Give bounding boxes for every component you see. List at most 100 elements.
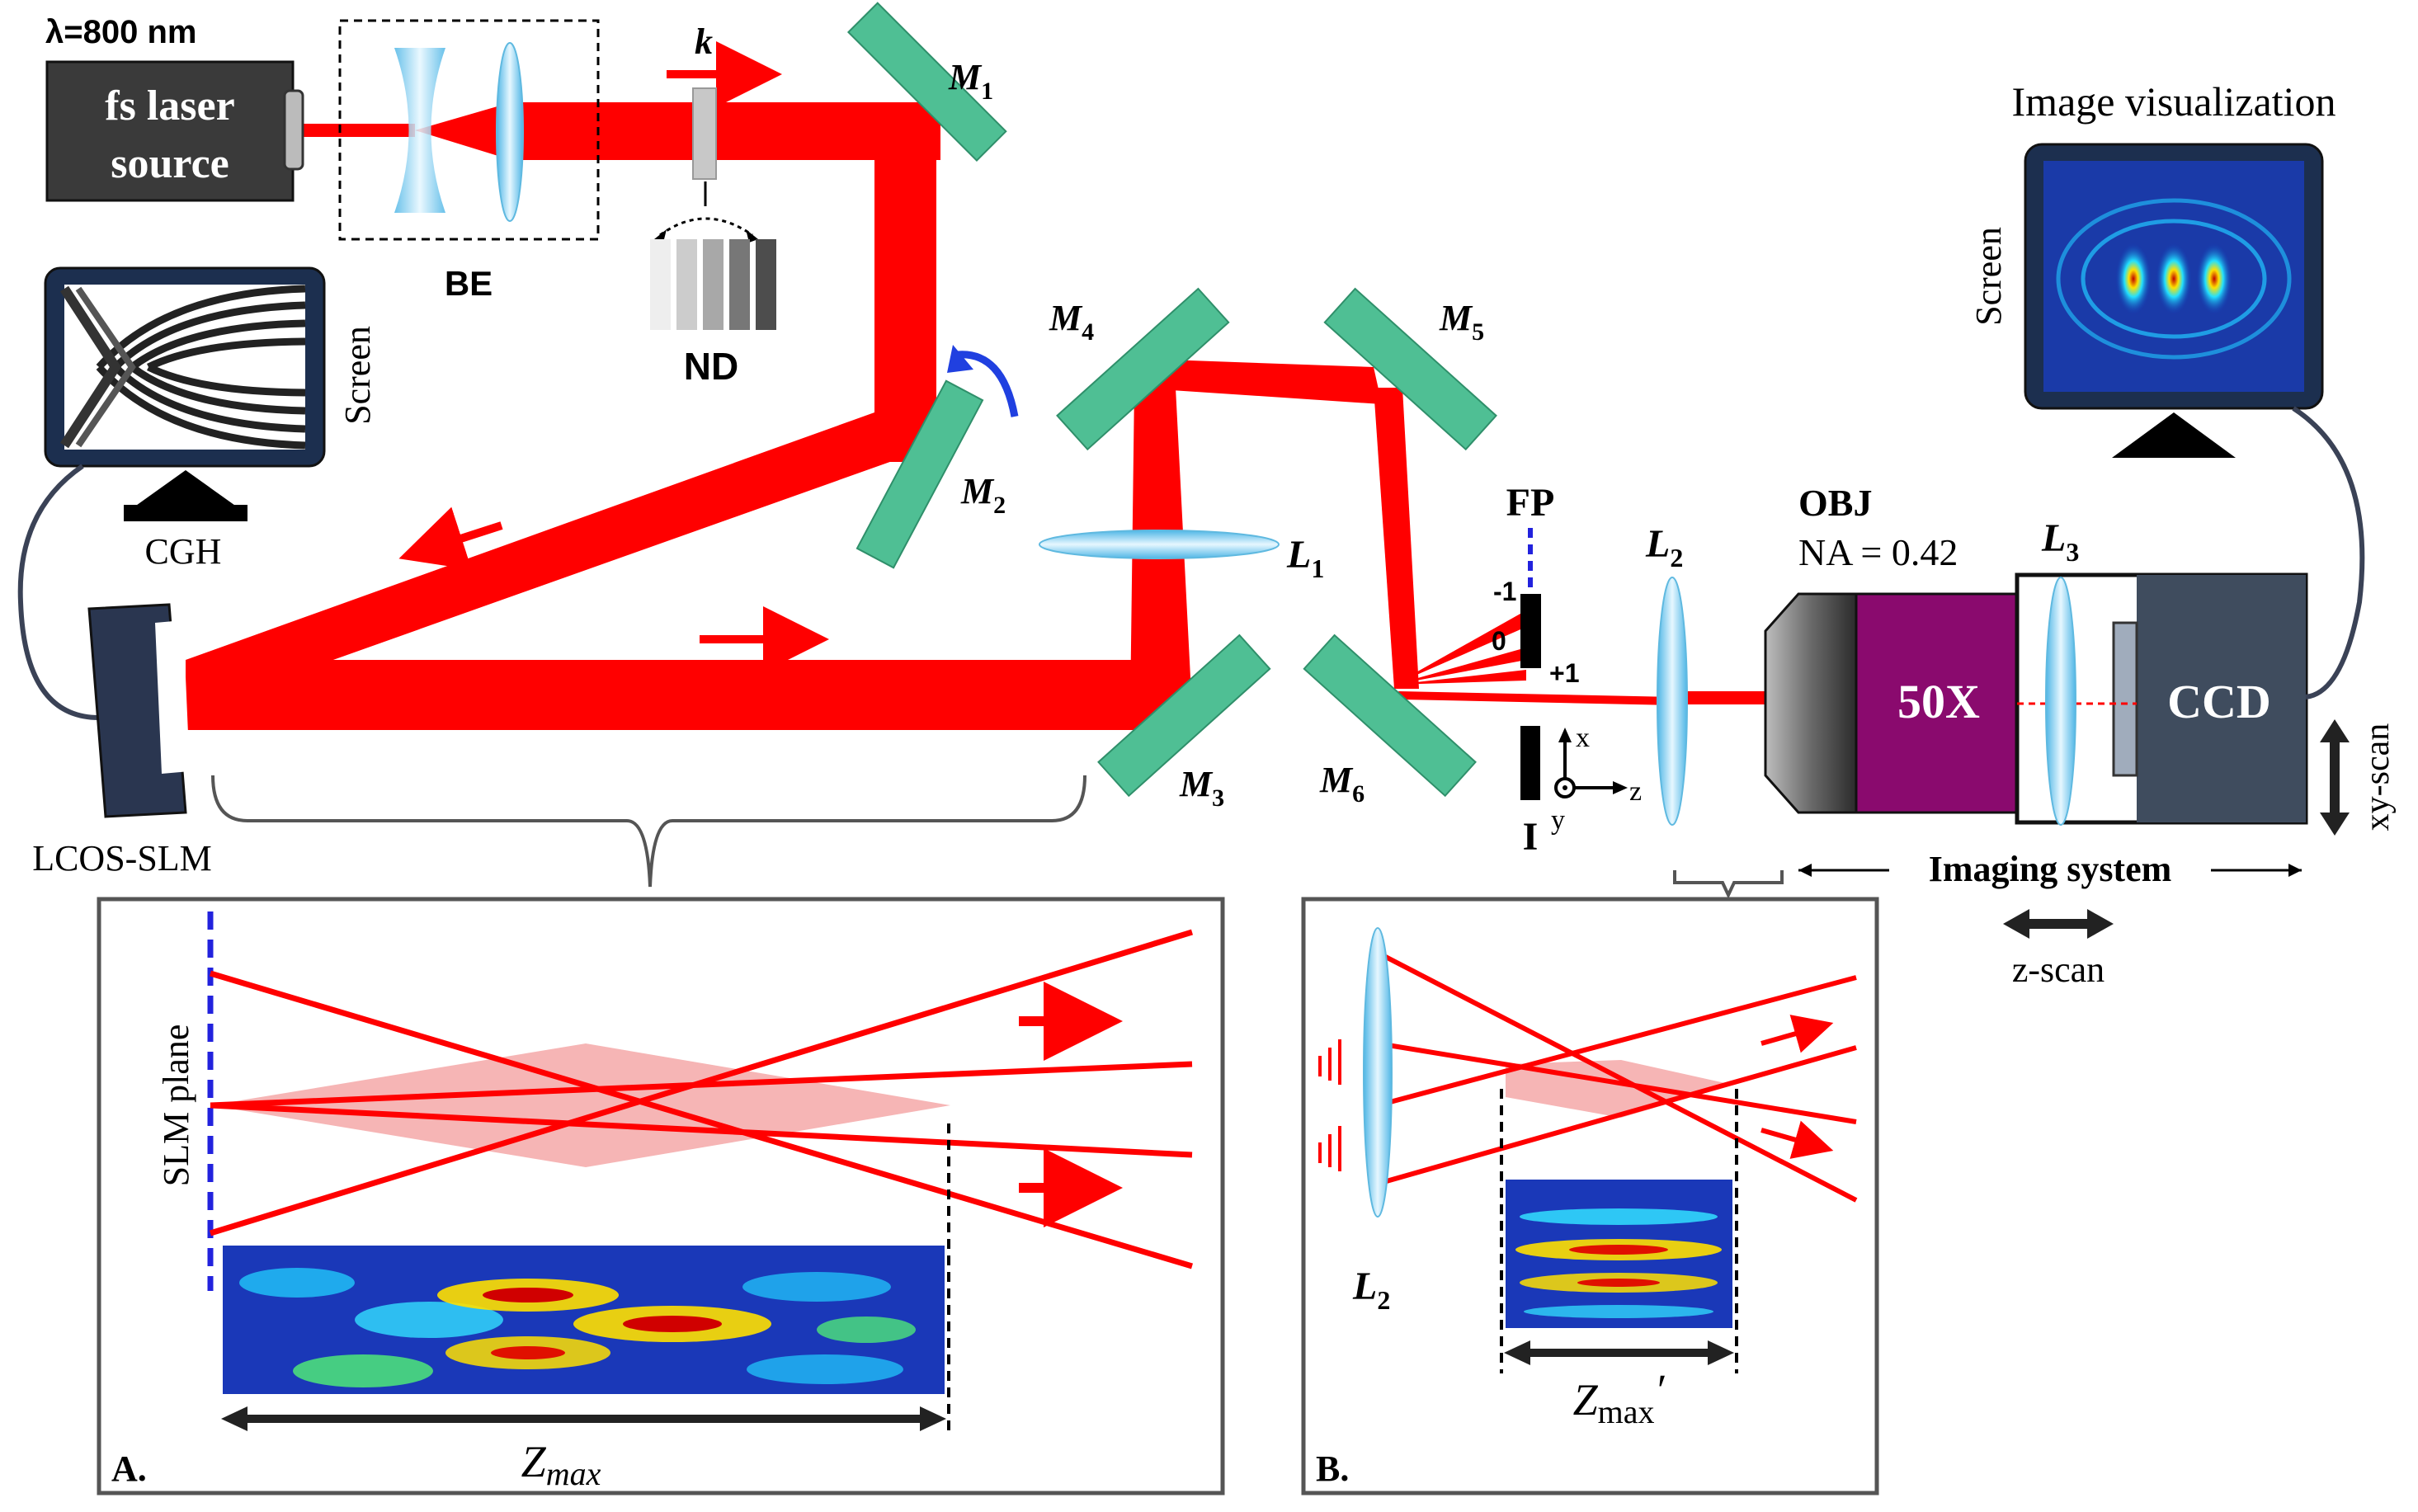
m4-sub: 4 <box>1082 318 1094 346</box>
m6-sub: 6 <box>1352 780 1365 808</box>
screen-right-label: Screen <box>1968 227 2009 326</box>
obj-label: OBJ <box>1798 482 1872 524</box>
panel-b: L2 Zmax′ B. <box>1301 897 1879 1496</box>
l3-sub: 3 <box>2066 537 2079 567</box>
fourier-plane: FP -1 0 +1 <box>1492 481 1579 688</box>
mirror-m4: M4 <box>1049 287 1230 451</box>
nd-label: ND <box>684 345 738 388</box>
svg-text:L2: L2 <box>1352 1265 1390 1315</box>
l2b-sub: 2 <box>1377 1285 1390 1315</box>
m2-sub: 2 <box>993 492 1006 519</box>
l2-sub: 2 <box>1670 543 1683 572</box>
l2b-label: L <box>1352 1265 1377 1308</box>
l1-label: L <box>1286 533 1311 577</box>
l2-label: L <box>1645 522 1670 566</box>
k-label: k <box>695 21 713 62</box>
axis-x-label: x <box>1576 723 1590 753</box>
lens-l2: L2 <box>1645 522 1784 899</box>
panel-b-intensity-map <box>1506 1180 1732 1328</box>
cable-left <box>17 464 100 720</box>
cgh-screen: Screen CGH <box>44 266 378 572</box>
laser-label-line2: source <box>111 140 229 187</box>
k-vector: k <box>667 21 782 107</box>
z-scan-label: z-scan <box>2012 949 2105 990</box>
iris: I <box>1520 726 1540 859</box>
laser-beams <box>186 102 1774 730</box>
zmax-prime-label: Z <box>1573 1375 1599 1425</box>
ccd-camera: L3 CCD <box>2015 516 2308 826</box>
svg-text:L1: L1 <box>1286 533 1324 583</box>
be-label: BE <box>445 264 493 303</box>
iris-label: I <box>1523 815 1539 859</box>
panel-a-label: A. <box>111 1448 147 1489</box>
m1-label: M <box>948 57 983 97</box>
order-zero: 0 <box>1492 626 1506 656</box>
l3-label: L <box>2041 516 2066 560</box>
cgh-pattern <box>59 285 306 450</box>
panel-a-intensity-map <box>223 1246 945 1394</box>
mirror-m3: M3 <box>1097 634 1271 812</box>
lens-l1: L1 <box>1039 530 1324 583</box>
m4-label: M <box>1049 298 1083 338</box>
image-vis-label: Image visualization <box>2012 78 2336 125</box>
xy-scan-label: xy-scan <box>2359 723 2397 831</box>
zmax-prime-sub: max <box>1598 1393 1655 1430</box>
zmax-prime-mark: ′ <box>1655 1365 1666 1415</box>
m3-label: M <box>1179 764 1214 804</box>
laser-label-line1: fs laser <box>105 82 234 130</box>
svg-text:M5: M5 <box>1439 298 1484 346</box>
imaging-label: Imaging system <box>1929 849 2172 889</box>
wavelength-label: λ=800 nm <box>45 14 196 50</box>
m1-sub: 1 <box>981 78 993 105</box>
fp-label: FP <box>1506 481 1555 525</box>
zmax-label: Z <box>521 1437 547 1486</box>
svg-text:L3: L3 <box>2041 516 2079 567</box>
panel-b-label: B. <box>1316 1448 1349 1489</box>
slm-plane-label: SLM plane <box>156 1024 196 1187</box>
axis-y-label: y <box>1551 805 1565 836</box>
xy-scan: xy-scan <box>2320 719 2397 836</box>
lcos-slm: LCOS-SLM <box>32 603 212 878</box>
mirror-m1: M1 <box>846 2 1007 163</box>
na-label: NA = 0.42 <box>1798 531 1958 573</box>
l1-sub: 1 <box>1311 553 1324 583</box>
lcos-label: LCOS-SLM <box>32 838 212 878</box>
svg-text:M1: M1 <box>948 57 993 105</box>
laser-source: fs laser source <box>45 60 304 202</box>
beam-expander: BE <box>338 19 600 303</box>
m5-label: M <box>1439 298 1473 338</box>
mag-label: 50X <box>1897 675 1980 728</box>
svg-text:Zmax: Zmax <box>521 1437 601 1492</box>
svg-text:M4: M4 <box>1049 298 1094 346</box>
brace-a <box>211 775 1086 888</box>
screen-left-label: Screen <box>337 326 378 425</box>
axis-z-label: z <box>1629 776 1642 807</box>
cable-right <box>2292 406 2365 699</box>
ccd-label: CCD <box>2167 675 2271 728</box>
zmax-sub: max <box>546 1455 601 1492</box>
panel-a: Zmax SLM plane A. <box>97 897 1225 1496</box>
mirror-m6: M6 <box>1303 634 1477 808</box>
mirror-m5: M5 <box>1323 287 1497 451</box>
objective: OBJ NA = 0.42 50X <box>1764 482 2019 814</box>
cgh-label: CGH <box>145 531 222 572</box>
svg-text:M3: M3 <box>1179 764 1224 812</box>
order-plus1: +1 <box>1549 658 1579 688</box>
imaging-system: Imaging system z-scan <box>1798 849 2302 990</box>
hologram-lines <box>1318 1039 1341 1171</box>
m5-sub: 5 <box>1472 318 1484 346</box>
svg-text:L2: L2 <box>1645 522 1683 572</box>
beam-direction-arrows <box>398 506 829 672</box>
nd-filter: ND <box>650 87 776 388</box>
m6-label: M <box>1319 760 1354 800</box>
m3-sub: 3 <box>1212 784 1224 812</box>
coordinate-axes: x y z <box>1551 723 1642 836</box>
mirror-m2: M2 <box>855 345 1019 569</box>
svg-text:Zmax′: Zmax′ <box>1573 1365 1666 1430</box>
visualization-screen: Image visualization Screen <box>1968 78 2336 458</box>
svg-text:M6: M6 <box>1319 760 1365 808</box>
svg-text:M2: M2 <box>960 471 1006 519</box>
m2-label: M <box>960 471 995 511</box>
spot-pattern <box>2056 198 2292 360</box>
